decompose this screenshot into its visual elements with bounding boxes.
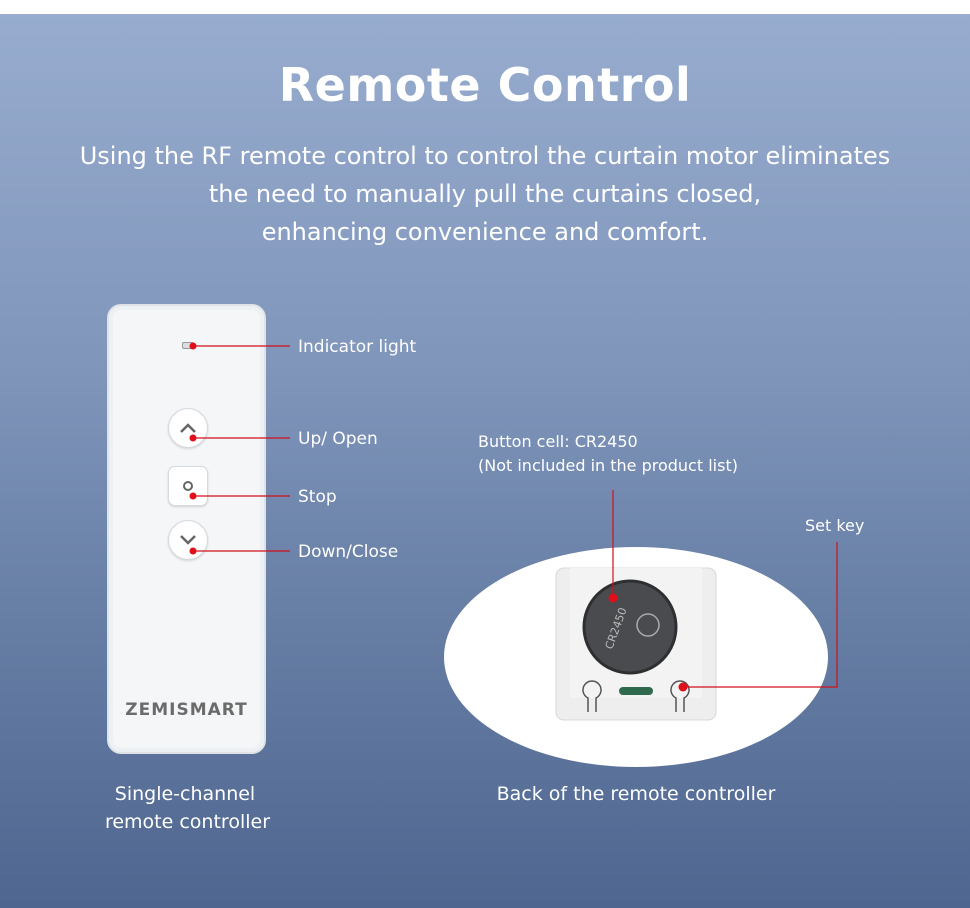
label-set-key: Set key bbox=[805, 516, 865, 535]
caption-front-line-1: Single-channel bbox=[114, 783, 256, 805]
label-battery: Button cell: CR2450 bbox=[478, 432, 638, 451]
caption-front-line-2: remote controller bbox=[104, 811, 271, 833]
subtitle-line-2: the need to manually pull the curtains c… bbox=[208, 180, 762, 208]
up-button bbox=[168, 408, 208, 448]
coin-cell-battery bbox=[582, 579, 678, 675]
label-battery-note: (Not included in the product list) bbox=[478, 456, 738, 475]
callout-lines bbox=[193, 345, 838, 688]
keyhole-left bbox=[582, 680, 602, 712]
label-stop: Stop bbox=[298, 487, 337, 507]
page-title: Remote Control bbox=[278, 58, 692, 112]
subtitle-line-3: enhancing convenience and comfort. bbox=[261, 218, 709, 246]
battery-logo-icon bbox=[636, 613, 660, 637]
label-up-open: Up/ Open bbox=[298, 429, 378, 449]
subtitle-line-1: Using the RF remote control to control t… bbox=[79, 142, 891, 170]
front-remote-image: ZEMISMART bbox=[107, 304, 266, 754]
circuit-contact bbox=[619, 687, 653, 695]
stop-button bbox=[168, 466, 208, 506]
label-indicator-light: Indicator light bbox=[298, 337, 417, 357]
set-key-hole bbox=[670, 680, 690, 712]
circle-icon bbox=[183, 481, 193, 491]
callout-dots bbox=[189, 342, 688, 692]
chevron-down-icon bbox=[180, 535, 196, 545]
label-down-close: Down/Close bbox=[298, 542, 399, 562]
caption-back: Back of the remote controller bbox=[496, 783, 776, 805]
brand-logo: ZEMISMART bbox=[125, 700, 248, 720]
down-button bbox=[168, 520, 208, 560]
chevron-up-icon bbox=[180, 423, 196, 433]
